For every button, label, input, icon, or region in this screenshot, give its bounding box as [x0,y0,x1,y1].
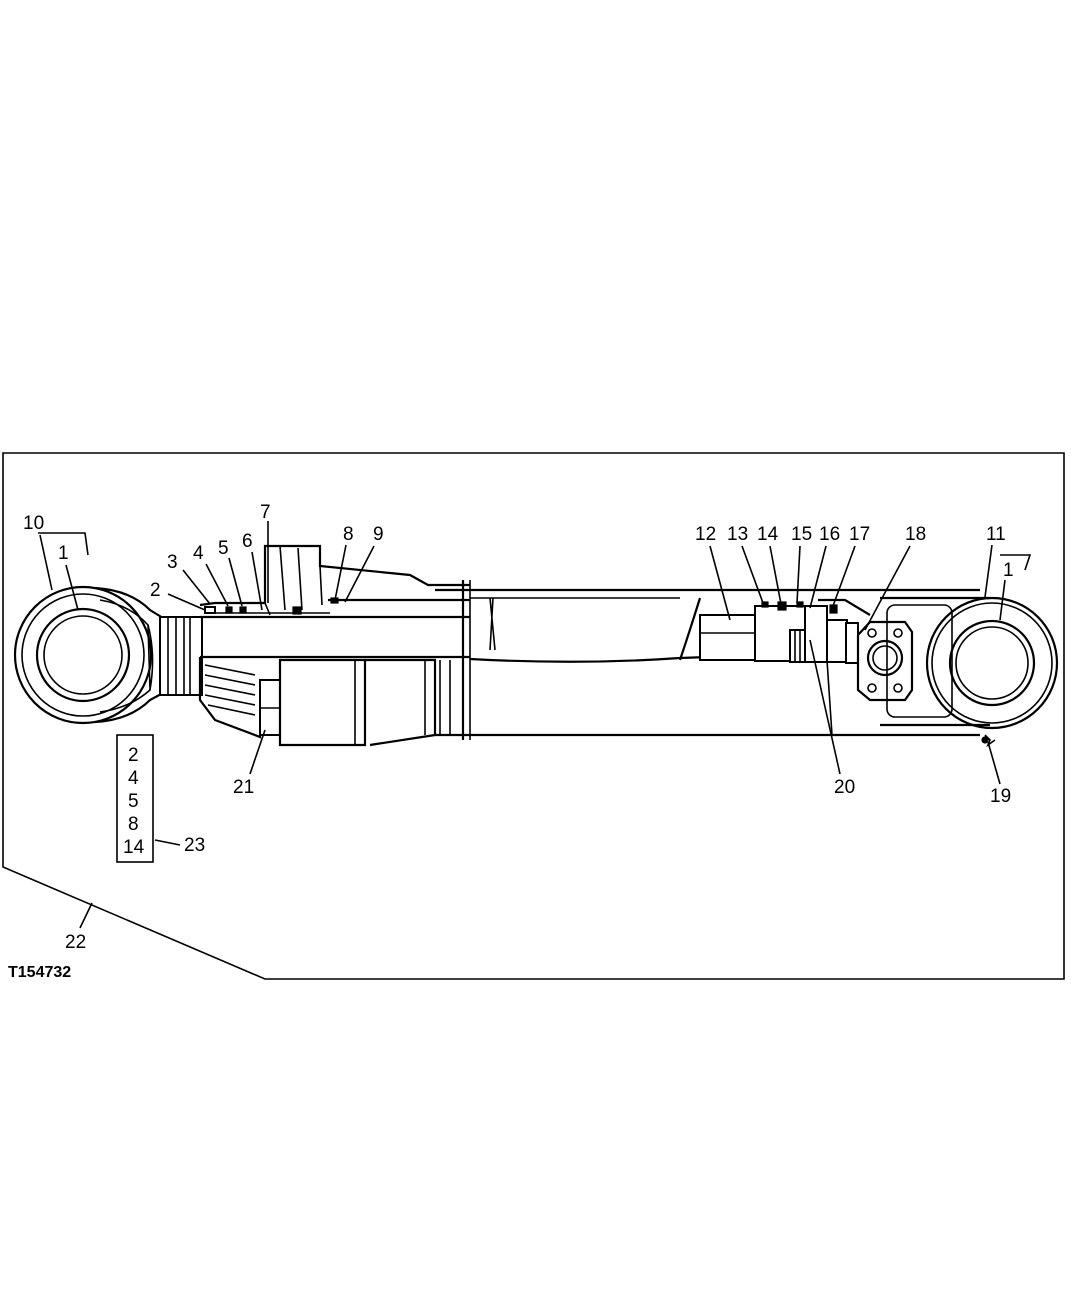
cylinder-tube [435,580,980,740]
callout-1-right: 1 [1003,560,1014,581]
callout-8: 8 [343,524,354,545]
callout-4: 4 [193,543,204,564]
callout-14: 14 [757,524,779,545]
callout-11: 11 [986,524,1006,545]
callout-22: 22 [65,932,86,953]
callout-5: 5 [218,538,229,559]
callout-6: 6 [242,531,253,552]
rod-neck [159,616,203,696]
callout-20: 20 [834,777,855,798]
diagram-frame [2,452,1065,980]
kit-item: 5 [128,791,139,812]
callout-9: 9 [373,524,384,545]
callout-10: 10 [23,513,44,534]
rod-guide-section [199,544,470,616]
callout-labels: 10 1 2 3 4 5 6 7 8 9 12 13 14 15 16 17 1… [23,502,1014,953]
figure-id: T154732 [8,964,71,981]
callout-23: 23 [184,835,205,856]
kit-item: 4 [128,768,139,789]
callout-19: 19 [990,786,1011,807]
callout-3: 3 [167,552,178,573]
callout-21: 21 [233,777,254,798]
leader-lines [38,521,1032,929]
seal-kit-box: 2 4 5 8 14 [116,734,154,863]
callout-7: 7 [260,502,271,523]
callout-16: 16 [819,524,840,545]
piston-assembly [699,598,871,664]
kit-item: 14 [123,837,145,858]
rod-end-eye [13,585,164,725]
callout-2: 2 [150,580,161,601]
callout-15: 15 [791,524,812,545]
port-flange [856,620,914,702]
head-end-eye [880,596,1059,748]
callout-12: 12 [695,524,716,545]
kit-item: 2 [128,745,139,766]
kit-item: 8 [128,814,139,835]
callout-13: 13 [727,524,748,545]
callout-18: 18 [905,524,926,545]
callout-1-left: 1 [58,543,69,564]
callout-17: 17 [849,524,870,545]
rod-guide-lower [198,657,451,747]
